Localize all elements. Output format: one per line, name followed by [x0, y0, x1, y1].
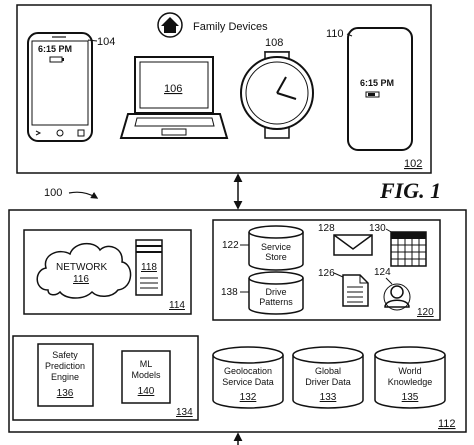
- service-box: Service Store 122 Drive Patterns 138 128: [212, 219, 441, 321]
- laptop-ref: 106: [164, 83, 182, 95]
- global-driver-line-1: Global: [315, 366, 341, 376]
- ml-models-box: [121, 350, 171, 404]
- world-knowledge-cylinder: World Knowledge 135: [374, 346, 446, 409]
- smartphone-ref: 104: [97, 36, 115, 48]
- contact-ref: 124: [374, 267, 391, 278]
- network-cloud-icon: [36, 242, 132, 299]
- ml-models-line-1: ML: [140, 359, 153, 369]
- safety-engine-line-3: Engine: [51, 372, 79, 382]
- ml-models-ref: 140: [138, 386, 155, 397]
- calendar-icon: [390, 231, 427, 267]
- network-cloud-ref: 116: [73, 274, 89, 285]
- tablet-phone-icon: [347, 27, 413, 151]
- engine-box-ref: 134: [176, 407, 193, 418]
- smartphone-icon: [27, 32, 93, 142]
- geolocation-line-1: Geolocation: [224, 366, 272, 376]
- safety-prediction-engine-box: [37, 343, 94, 407]
- tablet-phone-time: 6:15 PM: [360, 78, 394, 88]
- drive-patterns-cylinder: [248, 271, 304, 315]
- service-store-cylinder: [248, 225, 304, 271]
- safety-engine-ref: 136: [57, 388, 74, 399]
- laptop-icon: [119, 56, 229, 139]
- smartwatch-icon: [240, 51, 314, 139]
- service-box-ref: 120: [417, 307, 434, 318]
- family-devices-title: Family Devices: [193, 21, 268, 33]
- geolocation-line-2: Service Data: [222, 377, 274, 387]
- network-cloud-label: NETWORK: [56, 262, 107, 273]
- global-driver-line-2: Driver Data: [305, 377, 351, 387]
- network-box: NETWORK 116 118 114: [23, 229, 192, 315]
- calendar-ref: 130: [369, 223, 386, 234]
- safety-engine-line-1: Safety: [52, 350, 78, 360]
- contact-icon: [383, 283, 411, 311]
- world-knowledge-ref: 135: [402, 392, 419, 403]
- ml-models-line-2: Models: [131, 370, 161, 380]
- engine-box: Safety Prediction Engine 136 ML Models 1…: [12, 335, 199, 421]
- safety-engine-line-2: Prediction: [45, 361, 85, 371]
- email-ref: 128: [318, 223, 335, 234]
- global-driver-data-cylinder: Global Driver Data 133: [292, 346, 364, 409]
- smartphone-time: 6:15 PM: [38, 44, 72, 54]
- system-ref: 100: [44, 187, 62, 199]
- service-store-ref: 122: [222, 240, 239, 251]
- service-store-label-1: Service: [261, 242, 291, 252]
- main-system-panel: 112 NETWORK 116 118 114: [8, 209, 467, 433]
- document-ref: 126: [318, 268, 335, 279]
- global-driver-ref: 133: [320, 392, 337, 403]
- world-knowledge-line-1: World: [398, 366, 421, 376]
- drive-patterns-ref: 138: [221, 287, 238, 298]
- system-ref-arrow: [68, 191, 99, 199]
- email-icon: [333, 234, 373, 256]
- drive-patterns-label-1: Drive: [265, 287, 286, 297]
- figure-label: FIG. 1: [379, 178, 441, 203]
- world-knowledge-line-2: Knowledge: [388, 377, 433, 387]
- drive-patterns-label-2: Patterns: [259, 297, 293, 307]
- service-store-label-2: Store: [265, 252, 287, 262]
- geolocation-ref: 132: [240, 392, 257, 403]
- server-icon: [135, 239, 163, 296]
- geolocation-service-data-cylinder: Geolocation Service Data 132: [212, 346, 284, 409]
- tablet-phone-ref: 110: [326, 28, 344, 40]
- smartwatch-ref: 108: [265, 37, 283, 49]
- family-devices-panel-ref: 102: [404, 158, 422, 170]
- document-icon: [342, 274, 369, 307]
- network-box-ref: 114: [169, 300, 185, 311]
- main-system-panel-ref: 112: [438, 418, 456, 430]
- home-icon: [157, 12, 183, 38]
- server-ref: 118: [141, 262, 157, 273]
- family-devices-panel: Family Devices 6:15 PM 104 106: [16, 4, 432, 174]
